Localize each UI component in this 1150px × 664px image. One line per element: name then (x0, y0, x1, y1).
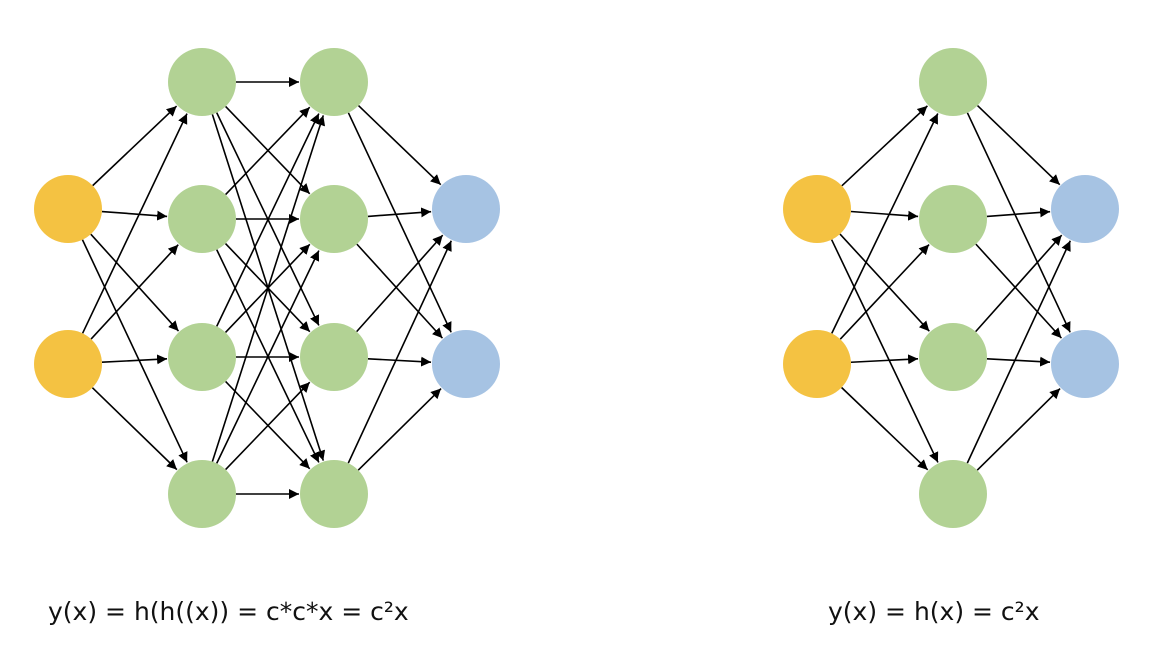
deep-network-edges (81, 77, 453, 499)
deep-network-output-node-l3-0 (432, 175, 500, 243)
deep-network-formula: y(x) = h(h((x)) = c*c*x = c²x (48, 597, 409, 626)
shallow-network-input-node-l0-1 (783, 330, 851, 398)
deep-network-hidden-node-l1-0 (168, 48, 236, 116)
deep-network-hidden-node-l1-3 (168, 460, 236, 528)
deep-network-edge-l0-n1-to-n1 (90, 244, 179, 340)
deep-network-input-node-l0-1 (34, 330, 102, 398)
deep-network (34, 48, 500, 528)
shallow-network-edge-l0-n1-to-n3 (841, 386, 929, 471)
deep-network-edge-l1-n3-to-n1 (215, 250, 320, 464)
deep-network-edge-l1-n1-to-n0 (225, 106, 311, 196)
shallow-network-edges (830, 104, 1072, 471)
deep-network-edge-l1-n3-to-n0 (211, 115, 326, 462)
shallow-network-edge-l0-n1-to-n2 (850, 354, 919, 365)
deep-network-hidden-node-l1-1 (168, 185, 236, 253)
deep-network-edge-l2-n2-to-n1 (367, 356, 432, 367)
shallow-network-edge-l0-n0-to-n0 (841, 105, 928, 187)
deep-network-hidden-node-l2-0 (300, 48, 368, 116)
deep-network-hidden-node-l2-1 (300, 185, 368, 253)
shallow-network-nodes (783, 48, 1119, 528)
shallow-network-edge-l1-n2-to-n0 (975, 234, 1063, 333)
deep-network-edge-l2-n0-to-n1 (347, 112, 452, 333)
deep-network-edge-l0-n0-to-n3 (81, 239, 188, 463)
shallow-network-edge-l0-n1-to-n0 (831, 113, 939, 334)
deep-network-edge-l0-n0-to-n0 (92, 105, 178, 187)
deep-network-edge-l2-n3-to-n0 (347, 240, 453, 464)
deep-network-nodes (34, 48, 500, 528)
shallow-network-hidden-node-l1-1 (919, 185, 987, 253)
shallow-network-edge-l1-n0-to-n1 (966, 112, 1071, 333)
shallow-network-edge-l0-n0-to-n2 (839, 233, 930, 332)
deep-network-edge-l0-n0-to-n2 (90, 233, 180, 332)
shallow-network-formula: y(x) = h(x) = c²x (828, 597, 1040, 626)
shallow-network-input-node-l0-0 (783, 175, 851, 243)
shallow-network-edge-l1-n2-to-n1 (986, 356, 1051, 367)
deep-network-hidden-node-l2-3 (300, 460, 368, 528)
deep-network-input-node-l0-0 (34, 175, 102, 243)
deep-network-hidden-node-l2-2 (300, 323, 368, 391)
shallow-network-edge-l1-n3-to-n1 (976, 387, 1061, 471)
deep-network-edge-l0-n1-to-n0 (81, 113, 188, 334)
deep-network-edge-l0-n1-to-n2 (101, 354, 168, 365)
shallow-network-edge-l0-n0-to-n3 (830, 239, 939, 463)
shallow-network-edge-l1-n3-to-n0 (966, 240, 1072, 464)
shallow-network-hidden-node-l1-0 (919, 48, 987, 116)
shallow-network-edge-l1-n0-to-n0 (976, 104, 1061, 186)
shallow-network-hidden-node-l1-2 (919, 323, 987, 391)
deep-network-edge-l1-n3-to-n2 (225, 381, 311, 471)
shallow-network (783, 48, 1119, 528)
deep-network-edge-l2-n0-to-n0 (357, 104, 442, 186)
shallow-network-edge-l0-n0-to-n1 (850, 210, 919, 221)
deep-network-edge-l0-n0-to-n1 (101, 210, 168, 221)
shallow-network-edge-l1-n1-to-n0 (986, 207, 1051, 218)
deep-network-hidden-node-l1-2 (168, 323, 236, 391)
deep-network-edge-l1-n2-to-n0 (215, 113, 320, 327)
deep-network-edge-l2-n1-to-n1 (356, 243, 444, 339)
shallow-network-edge-l0-n1-to-n1 (839, 243, 930, 340)
deep-network-edge-l2-n3-to-n1 (357, 387, 442, 471)
shallow-network-hidden-node-l1-3 (919, 460, 987, 528)
shallow-network-output-node-l2-1 (1051, 330, 1119, 398)
deep-network-edge-l2-n2-to-n0 (356, 234, 444, 333)
shallow-network-output-node-l2-0 (1051, 175, 1119, 243)
shallow-network-edge-l1-n1-to-n1 (975, 243, 1063, 339)
deep-network-edge-l0-n1-to-n3 (91, 387, 178, 471)
deep-network-edge-l2-n1-to-n0 (367, 207, 432, 218)
deep-network-output-node-l3-1 (432, 330, 500, 398)
